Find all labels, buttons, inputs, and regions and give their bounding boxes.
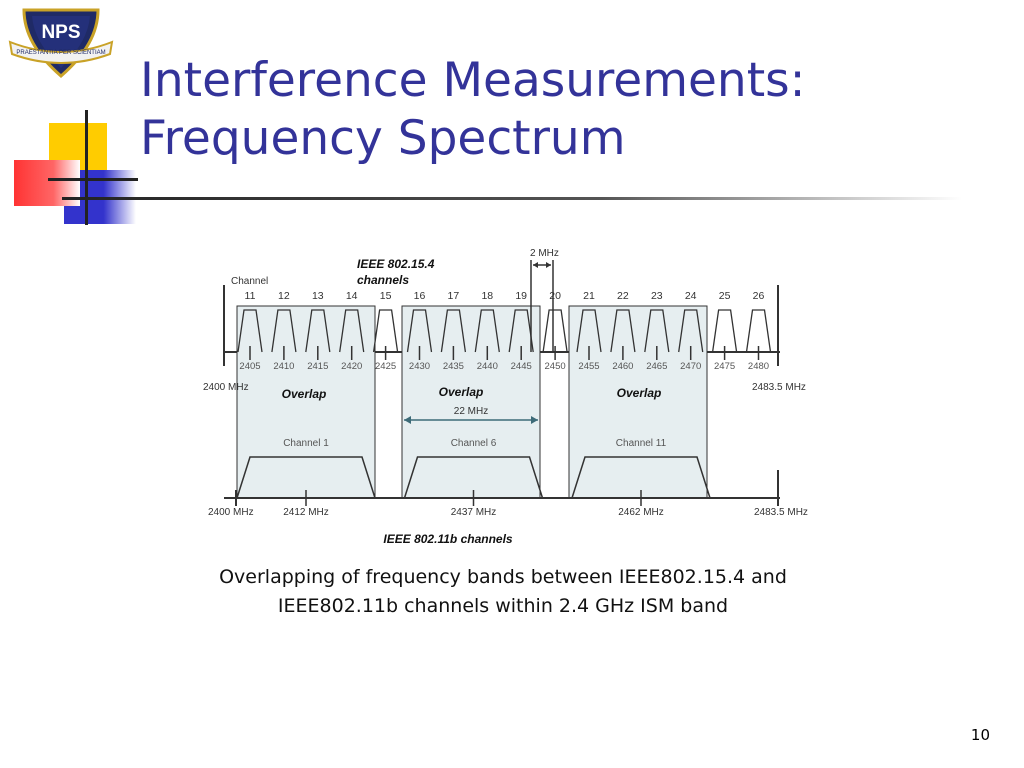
zigbee-channel-frequency: 2405 bbox=[239, 361, 260, 372]
zigbee-channel-number: 15 bbox=[380, 290, 392, 302]
two-mhz-arrow-head-right bbox=[546, 262, 551, 268]
wifi-channel-shape bbox=[403, 456, 544, 499]
zigbee-channel-frequency: 2480 bbox=[748, 361, 769, 372]
zigbee-channel-frequency: 2425 bbox=[375, 361, 396, 372]
overlap-box-11 bbox=[568, 305, 708, 499]
zigbee-channel-shape bbox=[745, 309, 772, 353]
zigbee-channel-shape bbox=[508, 309, 534, 353]
zigbee-channel-frequency: 2470 bbox=[680, 361, 701, 372]
wifi-channel-name: Channel 1 bbox=[283, 438, 329, 449]
zigbee-channel-number: 12 bbox=[278, 290, 290, 302]
zigbee-channel-number: 18 bbox=[481, 290, 493, 302]
band-end-top: 2483.5 MHz bbox=[752, 382, 806, 393]
zigbee-channel-shape bbox=[406, 309, 433, 353]
zigbee-channel-shape bbox=[271, 309, 297, 353]
logo-text: NPS bbox=[41, 22, 80, 43]
zigbee-channel-number: 23 bbox=[651, 290, 663, 302]
zigbee-channel-number: 19 bbox=[515, 290, 527, 302]
zigbee-channel-shape bbox=[474, 309, 500, 353]
zigbee-channel-shape bbox=[237, 309, 263, 353]
figure-caption: Overlapping of frequency bands between I… bbox=[120, 563, 886, 621]
overlap-box-6 bbox=[401, 305, 541, 499]
zigbee-channel-number: 11 bbox=[245, 290, 256, 302]
zigbee-channel-shape bbox=[372, 309, 399, 353]
overlap-label-1: Overlap bbox=[282, 387, 327, 401]
two-mhz-arrow-head-left bbox=[533, 262, 538, 268]
zigbee-channel-shape bbox=[542, 309, 568, 353]
zigbee-channel-frequency: 2415 bbox=[307, 361, 328, 372]
zigbee-channel-shape bbox=[610, 309, 636, 353]
wifi-channel-frequency: 2462 MHz bbox=[618, 507, 664, 518]
zigbee-channel-frequency: 2455 bbox=[578, 361, 599, 372]
caption-line-2: IEEE802.11b channels within 2.4 GHz ISM … bbox=[277, 595, 729, 617]
zigbee-channel-frequency: 2410 bbox=[273, 361, 294, 372]
zigbee-channel-number: 16 bbox=[414, 290, 426, 302]
title-underline bbox=[62, 197, 962, 200]
slide-title: Interference Measurements: Frequency Spe… bbox=[140, 52, 1000, 168]
zigbee-channel-shape bbox=[576, 309, 602, 353]
nps-logo: NPS PRAESTANTIA PER SCIENTIAM bbox=[8, 8, 114, 78]
title-line-2: Frequency Spectrum bbox=[140, 111, 626, 166]
zigbee-channel-number: 21 bbox=[583, 290, 595, 302]
width-label: 22 MHz bbox=[454, 406, 488, 417]
wifi-channel-name: Channel 11 bbox=[616, 438, 667, 449]
band-start-top: 2400 MHz bbox=[203, 382, 249, 393]
zigbee-channel-number: 20 bbox=[549, 290, 561, 302]
zigbee-channel-shape bbox=[711, 309, 738, 353]
width-arrow-head-right bbox=[531, 416, 538, 424]
wifi-channel-frequency: 2437 MHz bbox=[451, 507, 497, 518]
zigbee-channel-number: 26 bbox=[753, 290, 765, 302]
band-start-bottom: 2400 MHz bbox=[208, 507, 254, 518]
zigbee-channel-frequency: 2460 bbox=[612, 361, 633, 372]
caption-line-1: Overlapping of frequency bands between I… bbox=[219, 566, 787, 588]
overlap-label-6: Overlap bbox=[439, 385, 484, 399]
wifi-channel-shape bbox=[236, 456, 376, 499]
title-line-1: Interference Measurements: bbox=[140, 53, 806, 108]
zigbee-channel-shape bbox=[678, 309, 704, 353]
zigbee-channel-shape bbox=[305, 309, 331, 353]
zigbee-channel-shape bbox=[644, 309, 670, 353]
zigbee-channel-frequency: 2435 bbox=[443, 361, 464, 372]
zigbee-channel-number: 14 bbox=[346, 290, 358, 302]
deco-vertical-line bbox=[85, 110, 88, 225]
zigbee-channel-frequency: 2465 bbox=[646, 361, 667, 372]
zigbee-channel-number: 13 bbox=[312, 290, 324, 302]
overlap-label-11: Overlap bbox=[617, 386, 662, 400]
two-mhz-label: 2 MHz bbox=[530, 248, 559, 259]
band-end-bottom: 2483.5 MHz bbox=[754, 507, 808, 518]
zigbee-channel-frequency: 2440 bbox=[477, 361, 498, 372]
zigbee-channel-frequency: 2445 bbox=[511, 361, 532, 372]
zigbee-channel-frequency: 2475 bbox=[714, 361, 735, 372]
width-arrow-head-left bbox=[404, 416, 411, 424]
zigbee-channel-group: 1124051224101324151424201524251624301724… bbox=[237, 290, 772, 372]
zigbee-channel-shape bbox=[440, 309, 467, 353]
zigbee-channel-number: 25 bbox=[719, 290, 731, 302]
zigbee-channel-shape bbox=[339, 309, 365, 353]
channel-header: Channel bbox=[231, 276, 268, 287]
zigbee-channel-number: 22 bbox=[617, 290, 629, 302]
zigbee-channel-frequency: 2420 bbox=[341, 361, 362, 372]
wifi-channel-frequency: 2412 MHz bbox=[283, 507, 329, 518]
overlap-box-1 bbox=[236, 305, 376, 499]
zigbee-channel-number: 17 bbox=[448, 290, 460, 302]
logo-motto: PRAESTANTIA PER SCIENTIAM bbox=[16, 50, 105, 56]
wifi-label: IEEE 802.11b channels bbox=[383, 532, 513, 546]
wifi-channel-name: Channel 6 bbox=[451, 438, 497, 449]
wifi-channel-shape bbox=[571, 456, 711, 499]
zigbee-label-line-2: channels bbox=[357, 273, 409, 287]
zigbee-channel-frequency: 2450 bbox=[545, 361, 566, 372]
page-number: 10 bbox=[970, 726, 990, 744]
wifi-channel-group: Channel 1 2412 MHz Channel 6 2437 MHz Channe… bbox=[236, 438, 711, 518]
zigbee-channel-frequency: 2430 bbox=[409, 361, 430, 372]
zigbee-channel-number: 24 bbox=[685, 290, 697, 302]
zigbee-label-line-1: IEEE 802.15.4 bbox=[357, 257, 435, 271]
deco-horizontal-line bbox=[48, 178, 138, 181]
